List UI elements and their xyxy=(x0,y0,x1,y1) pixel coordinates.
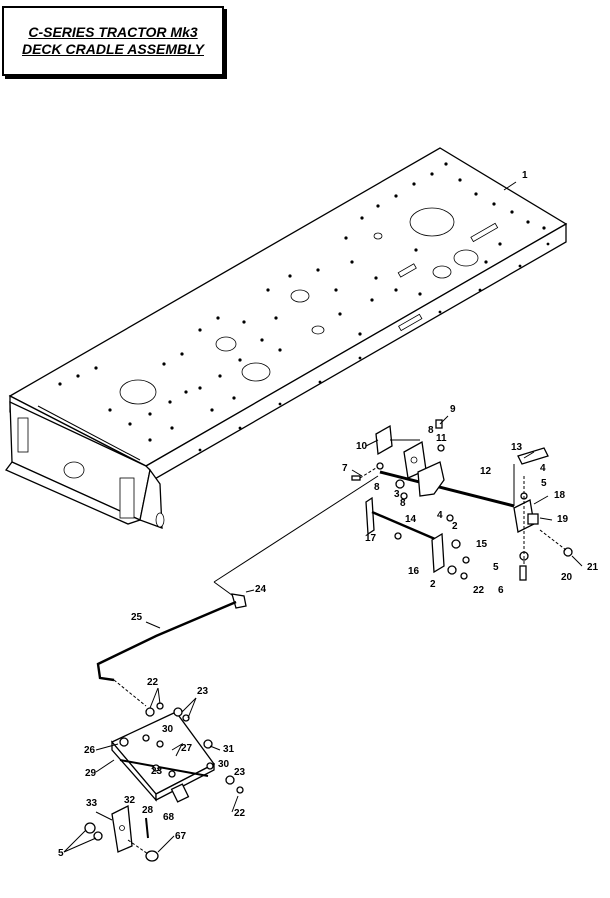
callout-c16: 16 xyxy=(408,566,420,577)
callout-c4b: 4 xyxy=(437,510,443,521)
callout-c11: 11 xyxy=(436,433,447,444)
callout-c22b: 22 xyxy=(147,677,159,688)
cradle-lift-rod xyxy=(96,475,379,707)
callout-c68: 68 xyxy=(163,812,175,823)
callout-c29: 29 xyxy=(85,768,97,779)
title-line-1: C-SERIES TRACTOR Mk3 xyxy=(28,24,198,40)
callout-c12: 12 xyxy=(480,466,492,477)
callout-c5b: 5 xyxy=(493,562,499,573)
callout-c1: 1 xyxy=(522,170,528,181)
title-box: C-SERIES TRACTOR Mk3 DECK CRADLE ASSEMBL… xyxy=(2,6,224,76)
callout-c17: 17 xyxy=(365,533,377,544)
callout-c4a: 4 xyxy=(540,463,546,474)
callout-c10: 10 xyxy=(356,441,368,452)
callout-c14: 14 xyxy=(405,514,417,525)
callout-c13: 13 xyxy=(511,442,523,453)
callout-c32: 32 xyxy=(124,795,136,806)
callout-c30b: 30 xyxy=(218,759,230,770)
callout-c23a: 23 xyxy=(197,686,209,697)
callout-c3: 3 xyxy=(394,489,400,500)
callout-c22a: 22 xyxy=(473,585,485,596)
callout-c23b: 23 xyxy=(151,766,163,777)
callout-c33: 33 xyxy=(86,798,98,809)
callout-c18: 18 xyxy=(554,490,566,501)
callout-c2a: 2 xyxy=(452,521,458,532)
callout-c2b: 2 xyxy=(430,579,436,590)
lower-pivot-assembly xyxy=(63,687,244,862)
callout-c19: 19 xyxy=(557,514,569,525)
callout-c67: 67 xyxy=(175,831,187,842)
callout-c8a: 8 xyxy=(428,425,434,436)
callout-c28: 28 xyxy=(142,805,154,816)
callout-c5a: 5 xyxy=(541,478,547,489)
main-chassis-frame xyxy=(4,147,568,529)
callout-c20: 20 xyxy=(561,572,573,583)
callout-c30a: 30 xyxy=(162,724,174,735)
callout-c5c: 5 xyxy=(58,848,64,859)
callout-c21: 21 xyxy=(587,562,599,573)
cradle-linkage-right xyxy=(351,181,583,581)
callout-c23c: 23 xyxy=(234,767,246,778)
callout-c7: 7 xyxy=(342,463,348,474)
callout-c15: 15 xyxy=(476,539,488,550)
callout-c27: 27 xyxy=(181,743,193,754)
callout-c24: 24 xyxy=(255,584,267,595)
callout-c26: 26 xyxy=(84,745,96,756)
callout-c8b: 8 xyxy=(374,482,380,493)
callout-c8c: 8 xyxy=(400,498,406,509)
callout-c9: 9 xyxy=(450,404,456,415)
callout-c6: 6 xyxy=(498,585,504,596)
title-line-2: DECK CRADLE ASSEMBLY xyxy=(21,41,204,57)
callout-c25: 25 xyxy=(131,612,143,623)
callout-c31: 31 xyxy=(223,744,235,755)
callout-c22c: 22 xyxy=(234,808,246,819)
